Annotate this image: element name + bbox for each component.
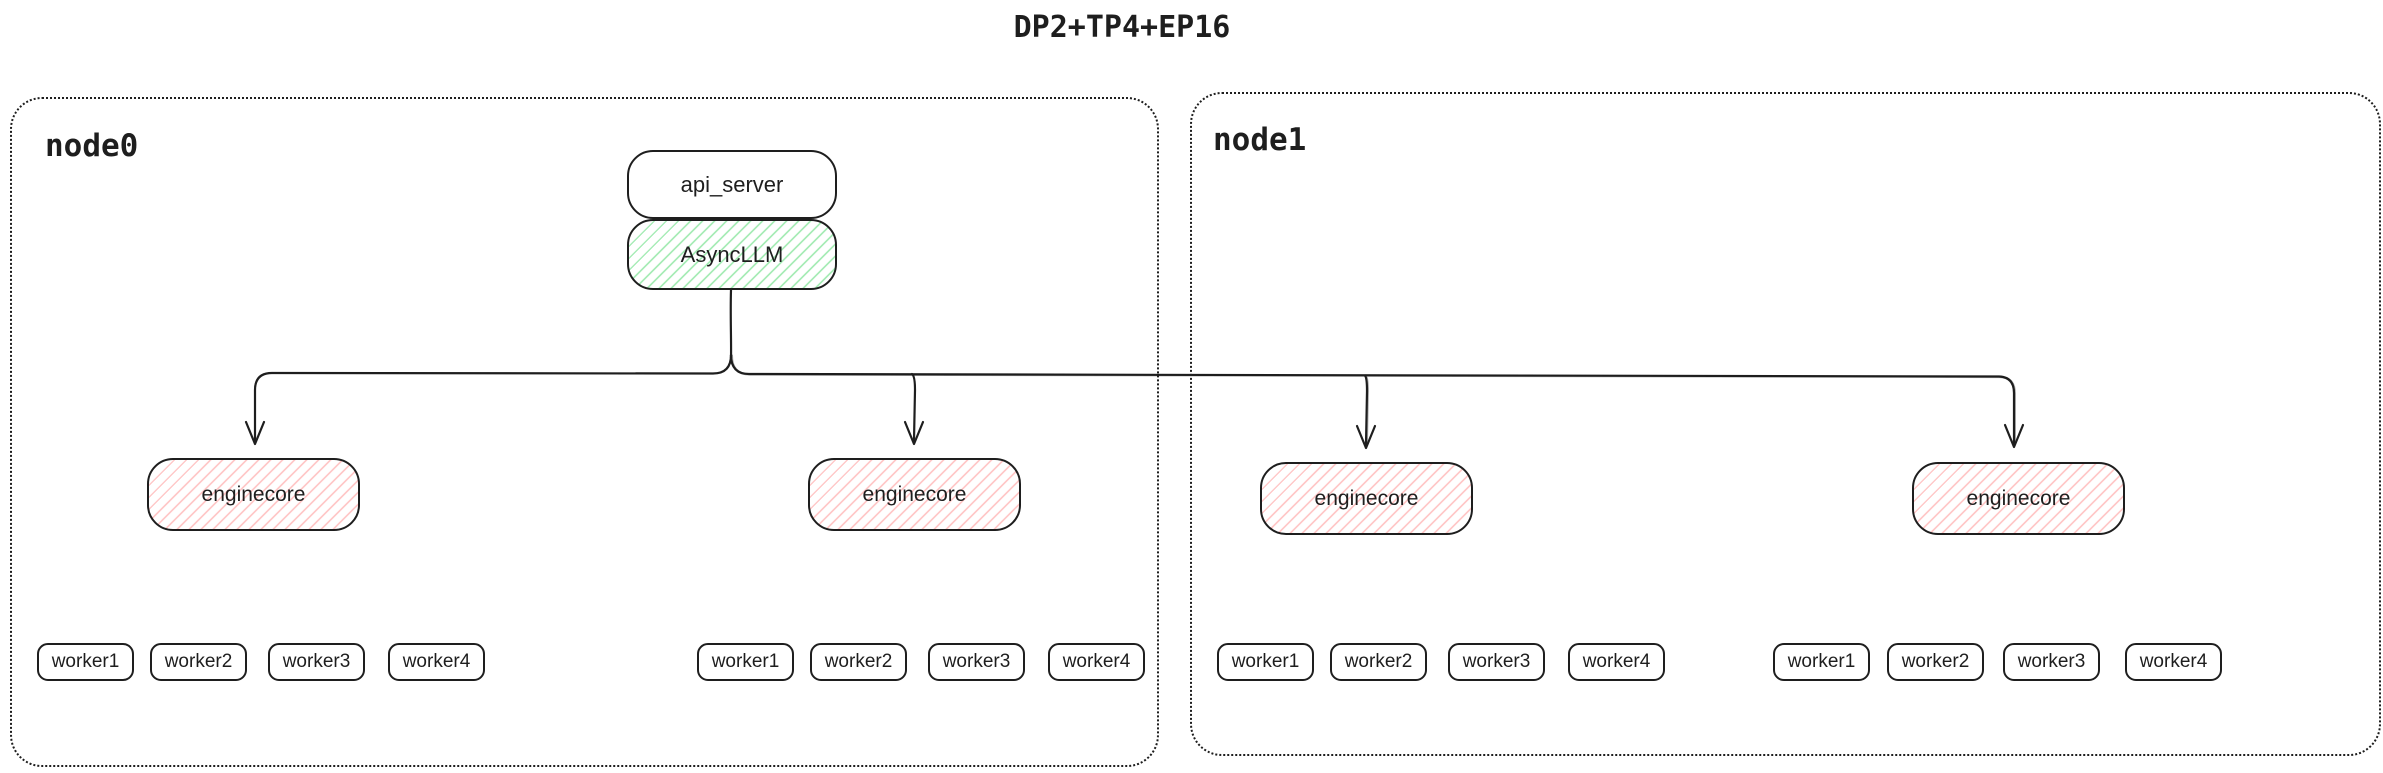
worker-label: worker3 [1462,651,1531,672]
enginecore-box-2: enginecore [808,458,1021,531]
worker-box: worker4 [388,643,485,681]
worker-box: worker1 [37,643,134,681]
worker-box: worker1 [1773,643,1870,681]
worker-label: worker4 [2139,651,2208,672]
worker-label: worker2 [1344,651,1413,672]
worker-label: worker4 [1062,651,1131,672]
worker-label: worker1 [51,651,120,672]
worker-label: worker3 [2017,651,2086,672]
node0-label: node0 [45,128,139,164]
worker-box: worker3 [928,643,1025,681]
worker-box: worker3 [2003,643,2100,681]
node0-container [10,97,1159,767]
worker-label: worker4 [402,651,471,672]
enginecore-box-4: enginecore [1912,462,2125,535]
worker-label: worker3 [942,651,1011,672]
node1-label: node1 [1213,122,1307,158]
worker-label: worker4 [1582,651,1651,672]
enginecore-label: enginecore [1966,486,2071,510]
diagram-title: DP2+TP4+EP16 [1013,10,1231,45]
worker-box: worker3 [268,643,365,681]
worker-label: worker2 [824,651,893,672]
worker-label: worker2 [1901,651,1970,672]
asyncllm-box: AsyncLLM [627,219,837,290]
worker-box: worker1 [1217,643,1314,681]
enginecore-box-3: enginecore [1260,462,1473,535]
worker-label: worker1 [1231,651,1300,672]
api-server-label: api_server [680,171,784,197]
worker-box: worker2 [150,643,247,681]
enginecore-label: enginecore [201,482,306,506]
worker-box: worker4 [2125,643,2222,681]
worker-label: worker1 [711,651,780,672]
enginecore-label: enginecore [862,482,967,506]
asyncllm-label: AsyncLLM [680,241,784,267]
worker-box: worker2 [1887,643,1984,681]
worker-box: worker2 [810,643,907,681]
worker-box: worker4 [1048,643,1145,681]
enginecore-box-1: enginecore [147,458,360,531]
worker-box: worker4 [1568,643,1665,681]
worker-label: worker1 [1787,651,1856,672]
worker-box: worker1 [697,643,794,681]
worker-label: worker2 [164,651,233,672]
worker-label: worker3 [282,651,351,672]
api-server-box: api_server [627,150,837,219]
worker-box: worker2 [1330,643,1427,681]
enginecore-label: enginecore [1314,486,1419,510]
node1-container [1190,92,2381,756]
worker-box: worker3 [1448,643,1545,681]
